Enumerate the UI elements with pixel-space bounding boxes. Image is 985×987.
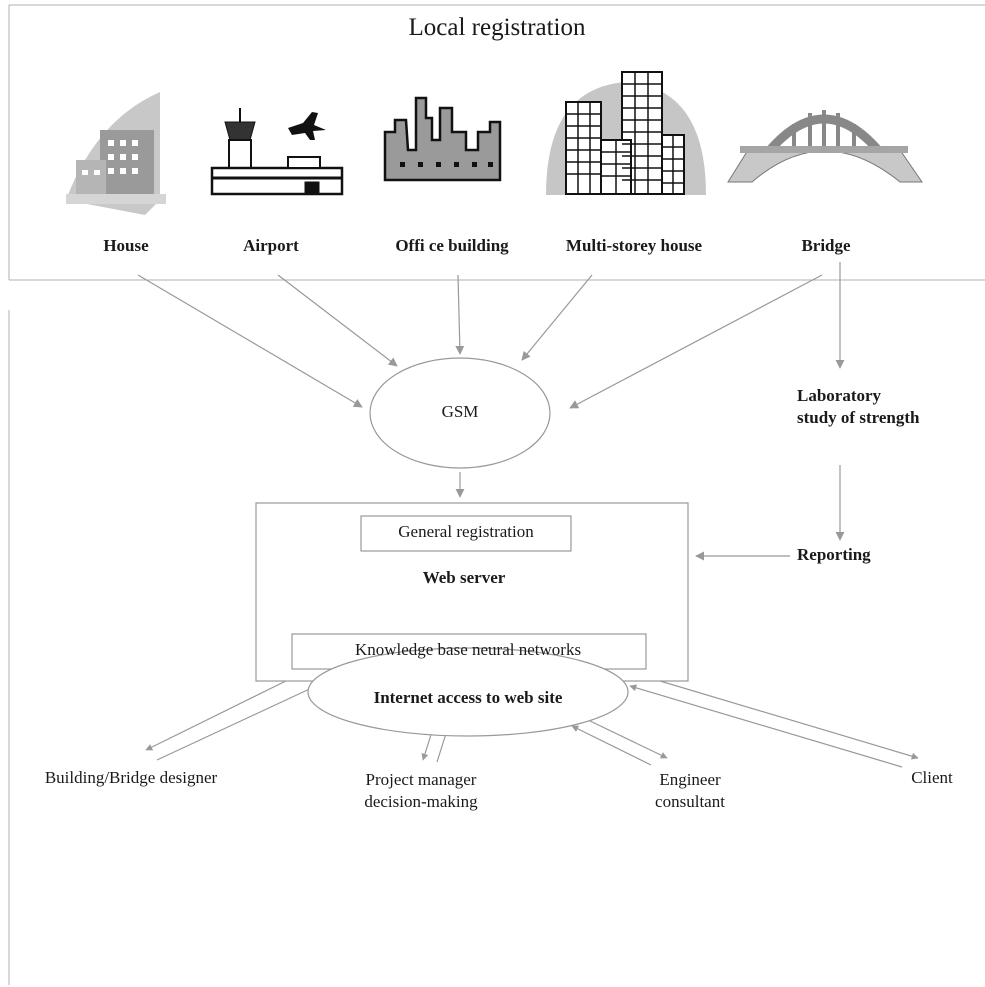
airport-icon <box>210 108 344 196</box>
general-registration-label: General registration <box>398 522 534 541</box>
gsm-node <box>369 357 551 469</box>
office-to-gsm-arrow <box>455 274 465 355</box>
user-designer-label: Building/Bridge designer <box>44 768 218 787</box>
bridge-to-gsm-arrow <box>569 274 823 409</box>
reporting-label: Reporting <box>797 545 871 564</box>
local-registration-frame <box>8 4 985 281</box>
building-label-multistorey: Multi-storey house <box>565 236 703 255</box>
building-label-office: Offi ce building <box>395 236 509 255</box>
user-pm-line2: decision-making <box>364 792 478 811</box>
lab-label: Laboratory study of strength <box>797 385 919 429</box>
user-engineer-line1: Engineer <box>659 770 721 789</box>
engineer-to-internet-arrow <box>571 725 652 766</box>
user-pm-line1: Project manager <box>365 770 477 789</box>
web-server-label: Web server <box>422 568 506 587</box>
multi-storey-house-icon <box>546 71 706 195</box>
internet-node <box>307 647 629 737</box>
internet-to-designer-arrow <box>145 673 301 751</box>
user-pm-label: Project manager decision-making <box>364 769 477 813</box>
internet-to-client-arrow <box>639 674 919 760</box>
diagram-title: Local registration <box>408 14 586 41</box>
lab-label-line2: study of strength <box>797 408 920 427</box>
bridge-icon <box>727 110 923 183</box>
airport-to-gsm-arrow <box>277 274 398 367</box>
user-engineer-line2: consultant <box>655 792 725 811</box>
building-label-house: House <box>103 236 149 255</box>
building-label-bridge: Bridge <box>801 236 851 255</box>
general-registration-box <box>360 515 572 552</box>
internet-access-label: Internet access to web site <box>373 688 563 707</box>
knowledge-base-label: Knowledge base neural networks <box>354 640 582 659</box>
user-client-label: Client <box>911 768 953 787</box>
house-to-gsm-arrow <box>137 274 363 408</box>
client-to-internet-arrow <box>629 684 903 768</box>
lab-label-line1: Laboratory <box>797 386 882 405</box>
house-icon <box>66 92 166 215</box>
multistorey-to-gsm-arrow <box>521 274 593 361</box>
designer-to-internet-arrow <box>156 685 317 761</box>
gsm-label: GSM <box>441 402 479 421</box>
internet-to-engineer-arrow <box>587 719 668 759</box>
user-engineer-label: Engineer consultant <box>655 769 725 813</box>
building-label-airport: Airport <box>243 236 299 255</box>
office-building-icon <box>383 96 502 182</box>
